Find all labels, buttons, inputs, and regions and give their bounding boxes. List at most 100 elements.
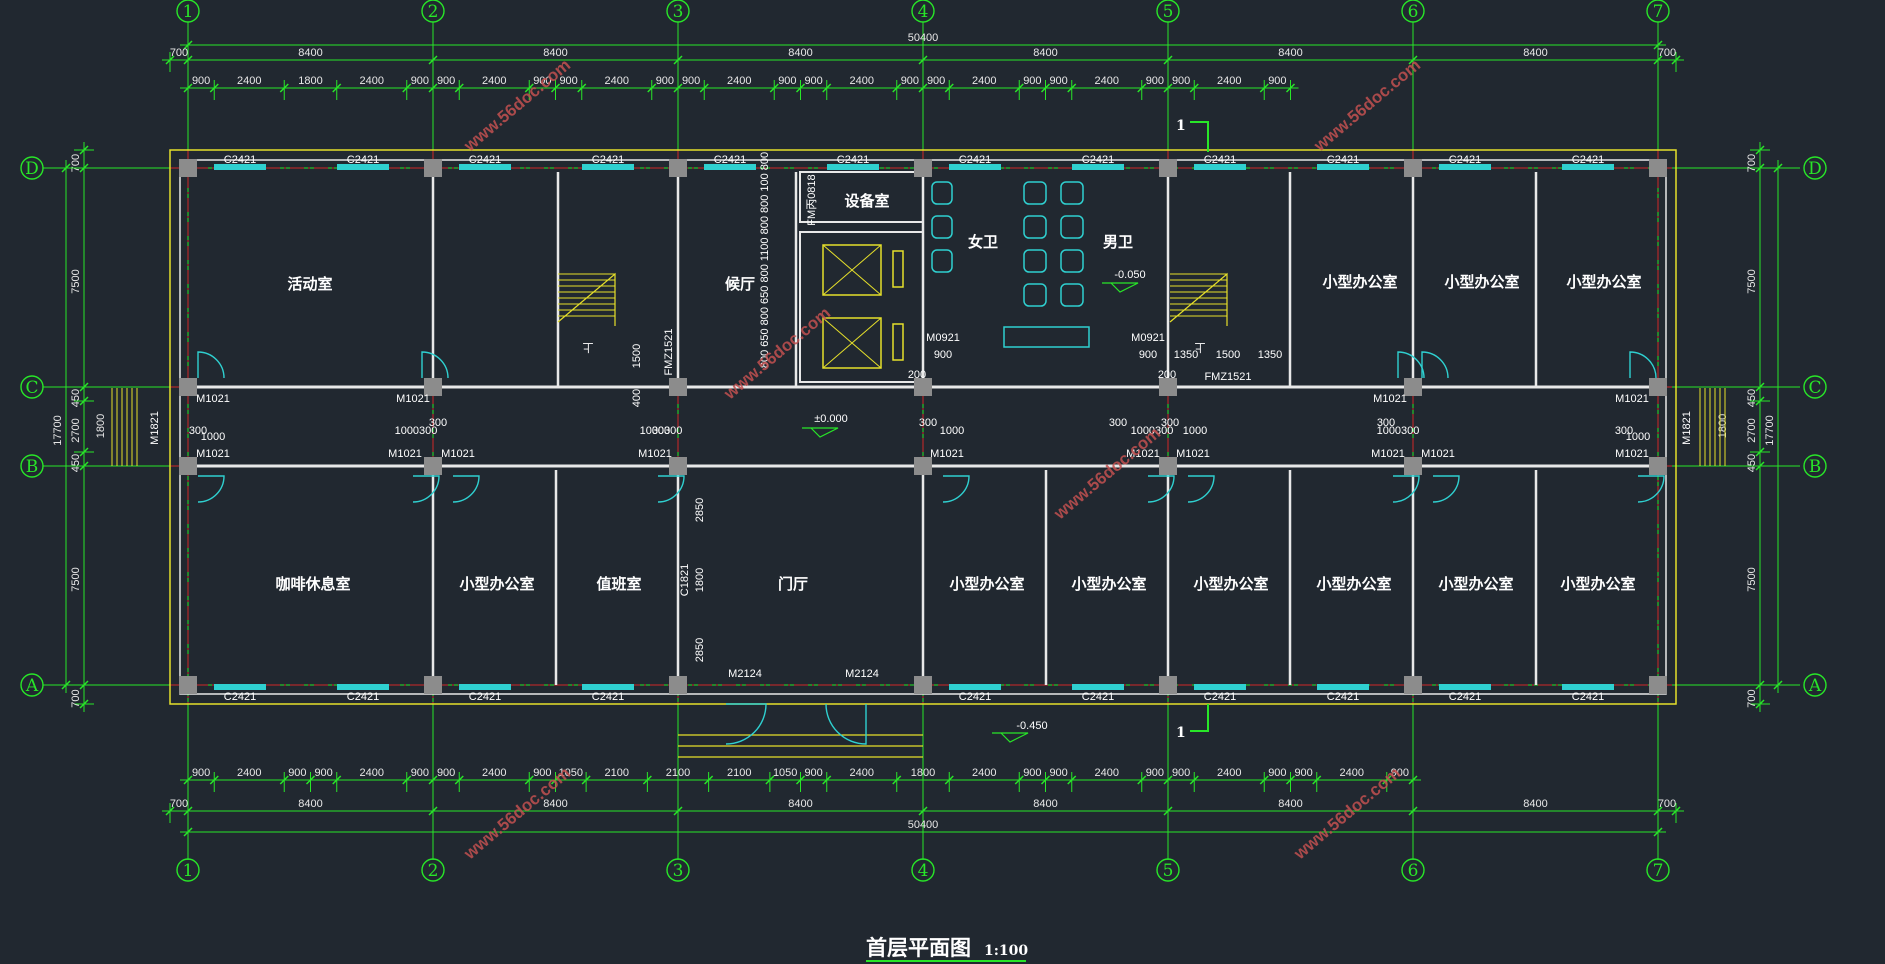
dim-bottom-detail-text: 900 (411, 767, 429, 779)
window-bottom (949, 684, 1001, 690)
dim-right-text: 450 (1746, 454, 1758, 472)
axis-label-2: 2 (428, 861, 439, 881)
dim-top-detail-text: 2400 (1217, 75, 1241, 87)
dim-top-bays-text: 8400 (543, 47, 567, 59)
structural-column (914, 676, 932, 694)
room-lobby: 门厅 (778, 575, 808, 593)
window-label-bottom: C2421 (1082, 691, 1114, 703)
axis-label-C: C (25, 378, 38, 398)
dim-note: 300 (189, 425, 207, 437)
dim-top-bays-text: 700 (170, 47, 188, 59)
dim-top-detail-tick (454, 83, 464, 93)
dim-bottom-detail-text: 2400 (972, 767, 996, 779)
dim-top-detail-tick (279, 83, 289, 93)
axis-bubble-C (1803, 375, 1827, 399)
elevator-x (822, 317, 882, 369)
dim-right-text: 7500 (1746, 269, 1758, 293)
axis-bubble-7 (1646, 858, 1670, 882)
dim-right-text: 7500 (1746, 567, 1758, 591)
window-top (459, 164, 511, 170)
dim-top-detail-tick (769, 83, 779, 93)
dim-top-detail-tick (892, 83, 902, 93)
dim-right-text: 450 (1746, 389, 1758, 407)
structural-column (1649, 676, 1667, 694)
dim-bottom-detail-tick (1312, 775, 1322, 785)
dim-left-tick (79, 382, 89, 392)
dim-top-bays-text: 8400 (1278, 47, 1302, 59)
window-bottom (1194, 684, 1246, 690)
side-door-label: M1821 (149, 411, 161, 445)
dim-bottom-bays-text: 8400 (788, 798, 812, 810)
dim-note: 1000300 (1377, 425, 1420, 437)
window-label-bottom: C2421 (347, 691, 379, 703)
door-swing (1421, 351, 1449, 379)
elevator-counterweight (892, 323, 904, 361)
stair-west-up-label: 上 (583, 341, 594, 354)
room-cafe: 咖啡休息室 (275, 575, 350, 593)
structural-column (1404, 159, 1422, 177)
urinal-fixture (931, 249, 953, 273)
axis-bubble-7 (1646, 0, 1670, 23)
dim-note: 1000 (1183, 425, 1207, 437)
dim-right-stair: 1800 (1717, 414, 1729, 438)
stair-east-up-label: 上 (1195, 341, 1206, 354)
dim-bottom-detail-tick (1189, 775, 1199, 785)
dim-note: 300 (429, 417, 447, 429)
dim-top-detail-text: 2400 (237, 75, 261, 87)
dim-bottom-total-tick (183, 827, 193, 837)
dim-top-detail-tick (550, 83, 561, 93)
axis-label-3: 3 (673, 2, 684, 22)
window-top (1194, 164, 1246, 170)
axis-bubble-A (1803, 673, 1827, 697)
section-cut-bottom (1190, 704, 1209, 732)
dim-left-text: 7500 (70, 269, 82, 293)
structural-column (1159, 159, 1177, 177)
dim-top-detail-text: 900 (901, 75, 919, 87)
axis-label-4: 4 (918, 861, 929, 881)
window-label-top: C2421 (1572, 154, 1604, 166)
dim-left-tick (79, 447, 89, 457)
window-top (1562, 164, 1614, 170)
equipment-room-wall (799, 171, 924, 223)
room-small-office: 小型办公室 (1071, 575, 1146, 593)
dim-top-bays-tick (1671, 55, 1681, 65)
dim-bottom-detail-tick (1067, 775, 1077, 785)
window-label-top: C2421 (837, 154, 869, 166)
structural-column (1404, 378, 1422, 396)
elevator-shaft-wall (799, 231, 924, 383)
dim-top-detail-tick (822, 83, 832, 93)
door-swing (1432, 475, 1460, 503)
window-top (582, 164, 634, 170)
window-bottom (1439, 684, 1491, 690)
level-ground: ±0.000 (814, 413, 848, 425)
dim-bottom-detail-text: 2400 (1217, 767, 1241, 779)
door-label: M1021 (1615, 393, 1649, 405)
dim-left-tick (79, 145, 89, 155)
entry-door-label: M2124 (845, 668, 879, 680)
watermark-text: www.56doc.com (1050, 423, 1165, 523)
axis-bubble-B (20, 454, 44, 478)
dim-note: 300 (652, 425, 670, 437)
dim-left-tick (79, 699, 89, 709)
structural-column (179, 457, 197, 475)
dim-top-bays-text: 8400 (298, 47, 322, 59)
dim-left-tick (79, 680, 89, 690)
axis-bubble-D (1803, 156, 1827, 180)
dim-bottom-bays-text: 8400 (1278, 798, 1302, 810)
toilet-fixture (1023, 249, 1047, 273)
structural-column (1649, 457, 1667, 475)
dim-left-tick (79, 163, 89, 173)
window-label-top: C2421 (224, 154, 256, 166)
door-swing (1147, 475, 1175, 503)
shaft-dims: 800 650 800 650 800 1100 800 800 100 800 (759, 152, 771, 368)
dim-bottom-detail-text: 900 (314, 767, 332, 779)
dim-top-detail-text: 900 (1049, 75, 1067, 87)
window-top (704, 164, 756, 170)
dim-top-detail-text: 900 (411, 75, 429, 87)
dim-top-detail-tick (1137, 83, 1147, 93)
room-men-wc: 男卫 (1103, 233, 1133, 251)
door-label: M1021 (1371, 448, 1405, 460)
dim-top-detail-tick (428, 83, 438, 93)
elevator-car (822, 244, 882, 296)
